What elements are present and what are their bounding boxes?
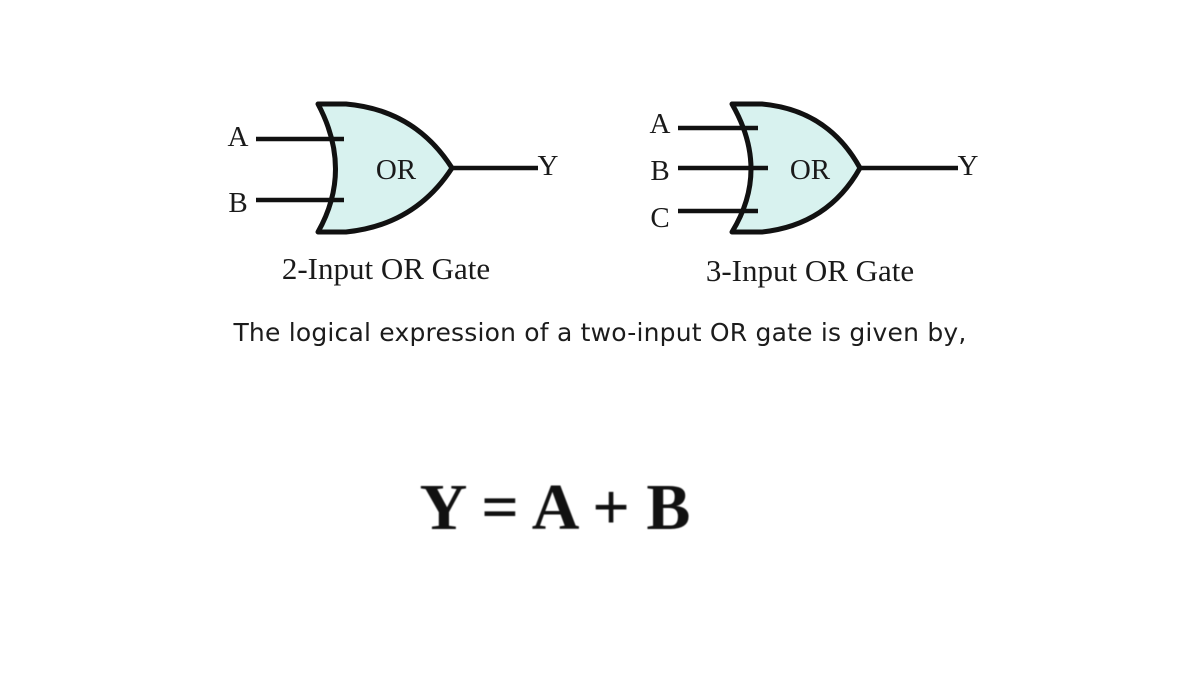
expression-caption: The logical expression of a two-input OR… bbox=[233, 318, 967, 347]
two-input-gate-caption: 2-Input OR Gate bbox=[282, 251, 490, 286]
two-input-gate-body bbox=[315, 101, 455, 235]
three-input-label-y: Y bbox=[958, 150, 979, 182]
three-input-gate-caption: 3-Input OR Gate bbox=[706, 253, 914, 288]
two-input-label-a: A bbox=[228, 121, 249, 153]
two-input-label-y: Y bbox=[538, 150, 559, 182]
three-input-or-gate: OR A B C Y 3-Input OR Gate bbox=[650, 101, 979, 288]
three-input-gate-label: OR bbox=[790, 154, 831, 186]
three-input-gate-body bbox=[729, 101, 863, 235]
three-input-label-c: C bbox=[650, 202, 669, 234]
three-input-label-a: A bbox=[650, 108, 671, 140]
three-input-label-b: B bbox=[650, 155, 669, 187]
two-input-gate-label: OR bbox=[376, 154, 417, 186]
two-input-label-b: B bbox=[228, 187, 247, 219]
two-input-or-gate: OR A B Y 2-Input OR Gate bbox=[228, 101, 559, 286]
or-equation: Y = A + B bbox=[419, 471, 691, 544]
